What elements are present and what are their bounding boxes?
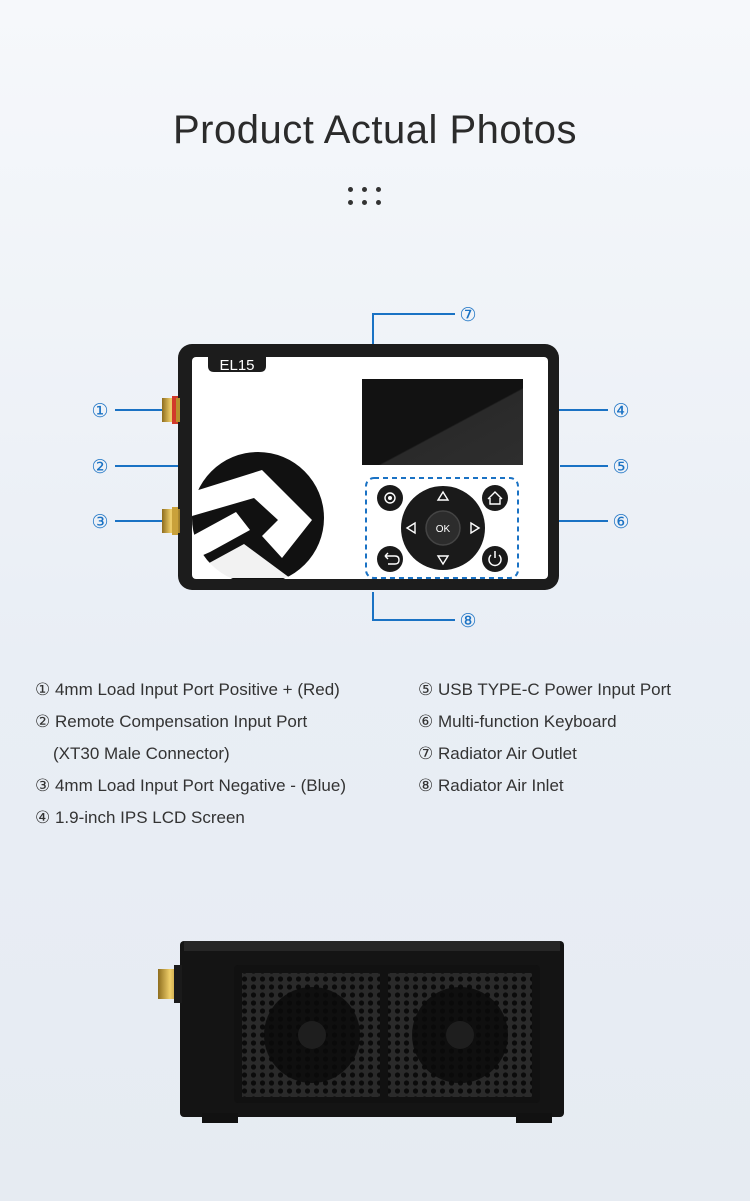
callout-3: ③: [91, 511, 108, 533]
callout-6: ⑥: [612, 511, 629, 533]
svg-text:OK: OK: [436, 524, 451, 535]
legend-item: ② Remote Compensation Input Port: [35, 712, 308, 731]
down-arrow-icon[interactable]: [436, 555, 450, 566]
ok-button[interactable]: [425, 510, 461, 546]
legend-item: ① 4mm Load Input Port Positive + (Red): [35, 680, 340, 699]
up-arrow-icon[interactable]: [436, 490, 450, 501]
legend-item: ④ 1.9-inch IPS LCD Screen: [35, 808, 245, 827]
home-icon[interactable]: [482, 485, 508, 511]
keyboard-highlight: [365, 477, 519, 579]
legend-right: ⑤ USB TYPE-C Power Input Port ⑥ Multi-fu…: [418, 674, 671, 802]
legend-item: ⑥ Multi-function Keyboard: [418, 712, 617, 731]
device-front-diagram: EL15 OK ① ②: [91, 304, 629, 632]
callout-8: ⑧: [459, 610, 476, 632]
legend-left: ① 4mm Load Input Port Positive + (Red) ②…: [35, 674, 346, 834]
device-side-photo: [158, 941, 564, 1123]
load-port-positive: [162, 396, 180, 424]
callout-4: ④: [612, 400, 629, 422]
model-label: EL15: [219, 357, 254, 374]
legend-item: ⑦ Radiator Air Outlet: [418, 744, 577, 763]
legend-item: (XT30 Male Connector): [53, 744, 230, 763]
brand-logo-icon: [192, 452, 324, 579]
legend-item: ⑤ USB TYPE-C Power Input Port: [418, 680, 672, 699]
legend-item: ⑧ Radiator Air Inlet: [418, 776, 564, 795]
left-arrow-icon[interactable]: [405, 521, 416, 535]
back-icon[interactable]: [377, 546, 403, 572]
page-title: Product Actual Photos: [172, 108, 578, 152]
callout-2: ②: [91, 456, 108, 478]
power-icon[interactable]: [482, 546, 508, 572]
legend-item: ③ 4mm Load Input Port Negative - (Blue): [35, 776, 346, 795]
callout-1: ①: [91, 400, 108, 422]
callout-7: ⑦: [459, 304, 476, 326]
callout-5: ⑤: [612, 456, 629, 478]
lcd-screen: [362, 379, 523, 465]
load-port-negative: [162, 507, 180, 535]
settings-icon[interactable]: [377, 485, 403, 511]
decorative-dots: [348, 187, 388, 211]
right-arrow-icon[interactable]: [470, 521, 481, 535]
